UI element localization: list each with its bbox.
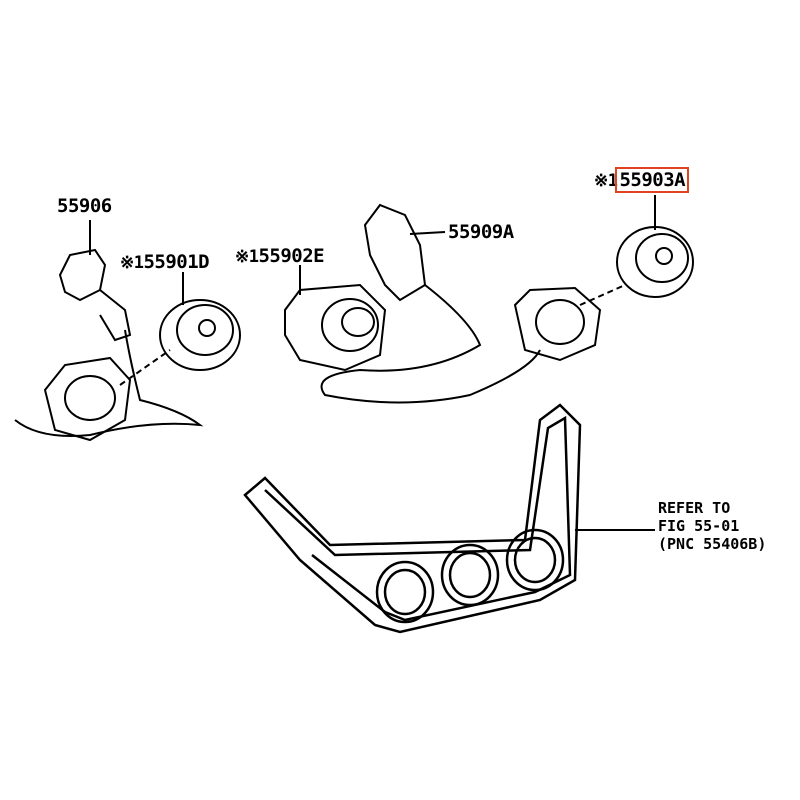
label-55901d: ※155901D: [120, 251, 210, 273]
part-number: 55902E: [258, 245, 325, 267]
reference-note: REFER TO FIG 55-01 (PNC 55406B): [658, 499, 766, 553]
part-number: 55901D: [143, 251, 210, 273]
footnote-mark: ※1: [120, 253, 144, 273]
part-55906-connector: [58, 248, 132, 342]
part-number-highlighted[interactable]: 55903A: [615, 167, 690, 193]
footnote-mark: ※1: [594, 171, 618, 191]
reference-line-2: FIG 55-01: [658, 517, 740, 535]
reference-line-3: (PNC 55406B): [658, 535, 767, 553]
reference-line-1: REFER TO: [658, 499, 731, 517]
label-55902e: ※155902E: [235, 245, 325, 267]
part-55902e-switch: [284, 283, 387, 372]
right-switch-assembly: [513, 286, 602, 362]
footnote-mark: ※1: [235, 247, 259, 267]
part-55909a-bracket: [320, 203, 541, 404]
part-55901d-knob: [159, 299, 241, 371]
bezel-panel: [243, 403, 582, 634]
label-55909a: 55909A: [448, 221, 514, 243]
part-55903a-knob: [616, 226, 694, 298]
left-switch-assembly: [14, 329, 204, 442]
label-55906: 55906: [57, 195, 112, 217]
